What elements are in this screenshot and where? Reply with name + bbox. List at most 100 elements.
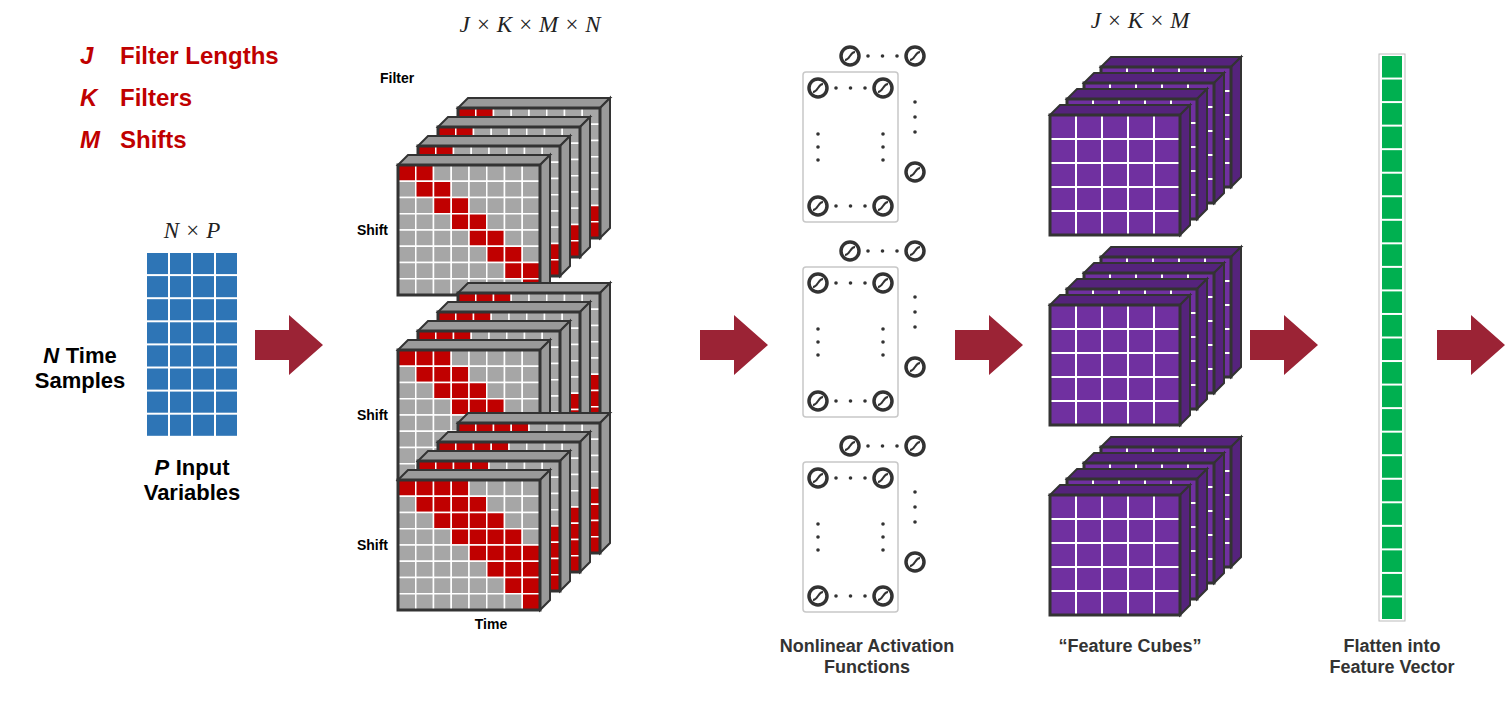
ellipsis-dots [834,204,867,208]
matrix-cell [147,276,168,297]
activation-neuron [874,197,892,215]
flow-arrow [1250,315,1318,375]
matrix-cell [216,392,237,413]
dot [834,476,838,480]
grid-cell [1128,567,1154,591]
slice-outline [1084,273,1214,393]
activation-panel [803,242,924,417]
grid-cell [1076,187,1102,211]
grid-cell [1128,187,1154,211]
activation-neuron [874,392,892,410]
slice-front [1050,115,1180,235]
grid-cell [487,181,505,197]
grid-cell [1050,115,1076,139]
grid-cell [1127,163,1153,187]
activation-neuron [809,392,827,410]
ellipsis-dots [834,594,867,598]
sigmoid-curve [878,592,888,600]
sigmoid-curve [813,84,823,92]
grid-cell [416,383,434,399]
grid-cell [398,198,416,214]
grid-cell [1154,401,1180,425]
dot [834,204,838,208]
grid-cell [1153,163,1179,187]
grid-cell [1076,567,1102,591]
grid-cell [398,230,416,246]
grid-cell [416,263,434,279]
slice-front [1084,273,1214,393]
sigmoid-curve [878,84,888,92]
vector-cell [1382,80,1402,102]
dot [834,86,838,90]
dot [863,399,867,403]
grid-cell [469,214,487,230]
matrix-cell [216,299,237,320]
legend-row: KFilters [80,84,192,112]
ellipsis-dots [913,490,917,524]
neuron-ring [809,197,827,215]
grid-cell [1128,519,1154,543]
sigmoid-curve [813,279,823,287]
neuron-ring [874,274,892,292]
grid-cell [1076,115,1102,139]
grid-cell [1128,329,1154,353]
dot [816,132,820,136]
grid-cell [416,480,434,496]
grid-cell [522,383,540,399]
legend-row: MShifts [80,126,187,154]
grid-cell [505,383,523,399]
grid-cell [434,366,452,382]
dot [913,520,917,524]
text-label: Filter Lengths [120,42,279,69]
dot [881,249,885,253]
grid-cell [451,496,469,512]
slice-outline [1084,463,1214,583]
grid-cell [416,578,434,594]
sigmoid-curve [910,52,920,60]
matrix-cell [193,299,214,320]
grid-cell [487,496,505,512]
neuron-ring [906,437,924,455]
dot [881,158,885,162]
grid-cell [1154,591,1180,615]
dot [881,535,885,539]
matrix-cell [193,253,214,274]
grid-cell [469,496,487,512]
neuron-ring [841,47,859,65]
sigmoid-curve [910,442,920,450]
grid-cell [522,181,540,197]
grid-cell [451,480,469,496]
grid-cell [451,399,469,415]
grid-cell [398,480,416,496]
vector-cell [1382,574,1402,596]
grid-cell [434,415,452,431]
grid-cell [522,561,540,577]
ellipsis-dots [881,132,885,162]
grid-cell [416,513,434,529]
grid-cell [1102,329,1128,353]
grid-cell [1128,495,1154,519]
grid-cell [434,350,452,366]
ellipsis-dots [866,444,899,448]
matrix-cell [147,345,168,366]
dot [816,535,820,539]
grid-cell [1076,329,1102,353]
grid-cell [451,230,469,246]
grid-cell [398,431,416,447]
ellipsis-dots [816,327,820,357]
grid-cell [451,181,469,197]
slice-outline [1050,115,1180,235]
grid-cell [1127,115,1153,139]
matrix-cell [170,276,191,297]
slice-front [1067,479,1197,599]
grid-cell [416,529,434,545]
grid-cell [416,246,434,262]
grid-cell [1101,329,1127,353]
vector-frame [1379,54,1405,621]
grid-cell [434,230,452,246]
grid-cell [469,350,487,366]
grid-cell [434,383,452,399]
grid-cell [522,578,540,594]
grid-cell [1154,353,1180,377]
matrix-cell [193,415,214,436]
